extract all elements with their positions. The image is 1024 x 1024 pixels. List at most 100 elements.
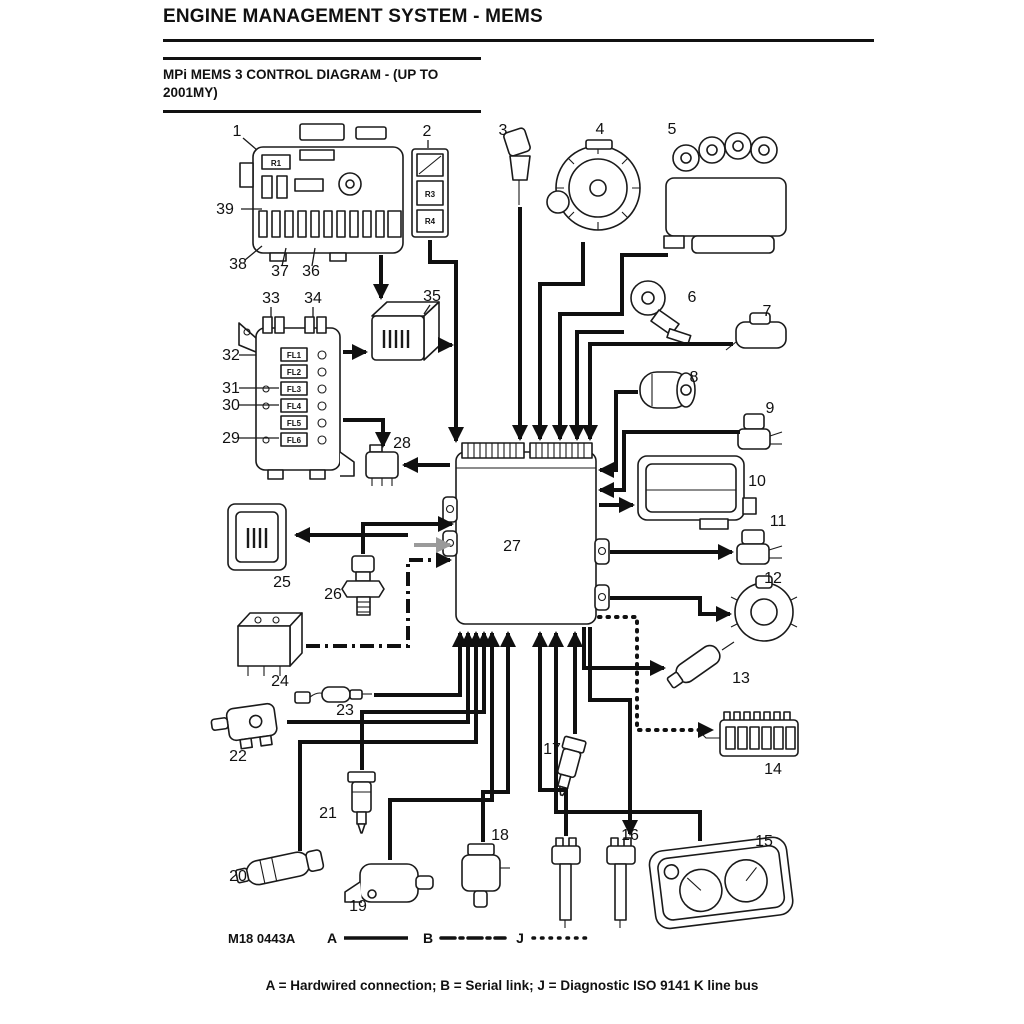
component-5-abs-modulator (663, 132, 787, 254)
component-number-11: 11 (770, 513, 787, 530)
arrow-diagnostic-to-14 (597, 615, 714, 738)
component-number-19: 19 (349, 898, 367, 915)
arrow-19-to-ecu (388, 631, 500, 860)
component-number-9: 9 (766, 400, 775, 417)
component-number-14: 14 (764, 761, 782, 778)
arrow-8-to-ecu (598, 390, 638, 478)
fuse-label-fl2: FL2 (287, 368, 302, 377)
arrow-21-to-ecu (360, 631, 492, 770)
arrow-20-to-ecu (298, 631, 484, 851)
component-number-25: 25 (273, 574, 291, 591)
parts-layer (210, 123, 799, 930)
component-13-lambda-sensor (666, 641, 735, 689)
component-number-5: 5 (668, 121, 677, 138)
component-18-purge-valve (461, 843, 510, 908)
component-28-relay (365, 444, 399, 486)
component-6-crank-sensor (630, 280, 692, 345)
component-number-39: 39 (216, 201, 234, 218)
component-32-fusible-link-box (238, 316, 355, 480)
component-number-37: 37 (271, 263, 289, 280)
component-number-33: 33 (262, 290, 280, 307)
component-12-sensor-ring (730, 575, 798, 642)
component-26-coolant-sensor (341, 555, 385, 616)
component-4-alternator (546, 139, 641, 231)
component-number-31: 31 (222, 380, 240, 397)
arrow-22-to-ecu (287, 631, 476, 724)
title-rule (163, 39, 874, 42)
component-number-24: 24 (271, 673, 289, 690)
component-number-13: 13 (732, 670, 750, 687)
component-17-injector (556, 735, 587, 797)
figure-code: M18 0443A (228, 931, 296, 946)
component-number-2: 2 (423, 123, 432, 140)
arrow-18-to-ecu (481, 631, 516, 842)
component-number-3: 3 (499, 122, 508, 139)
page-title: ENGINE MANAGEMENT SYSTEM - MEMS (163, 6, 543, 27)
component-8-fuel-pump (639, 371, 696, 409)
callout-leaders (239, 137, 431, 439)
component-number-34: 34 (304, 290, 322, 307)
component-22-solenoid-valve (210, 702, 278, 750)
component-21-injector (347, 771, 376, 834)
component-number-12: 12 (764, 570, 782, 587)
component-number-17: 17 (543, 741, 561, 758)
fuse-label-fl3: FL3 (287, 385, 302, 394)
component-number-22: 22 (229, 748, 247, 765)
arrow-16-to-ecu (532, 631, 568, 836)
legend-key-a: A (327, 930, 337, 946)
component-7-sensor (725, 312, 787, 351)
component-number-1: 1 (233, 123, 242, 140)
component-number-38: 38 (229, 256, 247, 273)
arrow-26-to-ecu (361, 516, 454, 554)
component-9-switch (737, 413, 783, 450)
arrow-ecu-to-coil (588, 627, 638, 836)
component-2-relay-module (411, 148, 449, 238)
component-25-control-module (227, 503, 287, 571)
component-number-4: 4 (596, 121, 605, 138)
arrow-4-to-ecu (532, 242, 585, 441)
arrow-ecu-to-13 (582, 627, 666, 676)
legend-caption: A = Hardwired connection; B = Serial lin… (265, 978, 759, 993)
component-number-26: 26 (324, 586, 342, 603)
component-27-ecu (442, 442, 610, 625)
component-number-29: 29 (222, 430, 240, 447)
section-subtitle: MPi MEMS 3 CONTROL DIAGRAM - (UP TO 2001… (163, 57, 481, 114)
component-number-32: 32 (222, 347, 240, 364)
component-number-20: 20 (229, 868, 247, 885)
legend-key-j: J (516, 930, 524, 946)
fuse-label-fl4: FL4 (287, 402, 302, 411)
connection-arrows (287, 207, 740, 860)
legend-key-b: B (423, 930, 433, 946)
arrow-2-to-ecu (428, 240, 464, 443)
component-number-21: 21 (319, 805, 337, 822)
component-number-8: 8 (690, 369, 699, 386)
fuse-label-r1: R1 (271, 159, 282, 168)
component-23-lambda-sensor (294, 686, 372, 704)
component-35-relay-module (371, 301, 440, 361)
component-number-28: 28 (393, 435, 411, 452)
component-number-15: 15 (755, 833, 773, 850)
fuse-label-r4: R4 (425, 217, 436, 226)
component-15-instrument-cluster (648, 836, 794, 930)
arrow-9-to-ecu (598, 430, 740, 498)
arrow-6-to-ecu (569, 330, 624, 441)
component-number-30: 30 (222, 397, 240, 414)
fuse-label-fl1: FL1 (287, 351, 302, 360)
component-16-ignition-coils (551, 837, 636, 928)
component-1-fusebox (239, 123, 404, 262)
component-number-18: 18 (491, 827, 509, 844)
component-19-map-sensor (344, 863, 434, 903)
arrow-serial-24-to-ecu (306, 552, 452, 648)
fuse-label-fl6: FL6 (287, 436, 302, 445)
component-20-inertia-switch (235, 849, 325, 886)
component-14-diagnostic-connector (699, 711, 799, 757)
fuse-label-fl5: FL5 (287, 419, 302, 428)
component-number-10: 10 (748, 473, 766, 490)
component-number-7: 7 (763, 303, 772, 320)
component-3-sensor (503, 127, 531, 205)
component-number-23: 23 (336, 702, 354, 719)
component-24-relay-block (237, 612, 303, 676)
